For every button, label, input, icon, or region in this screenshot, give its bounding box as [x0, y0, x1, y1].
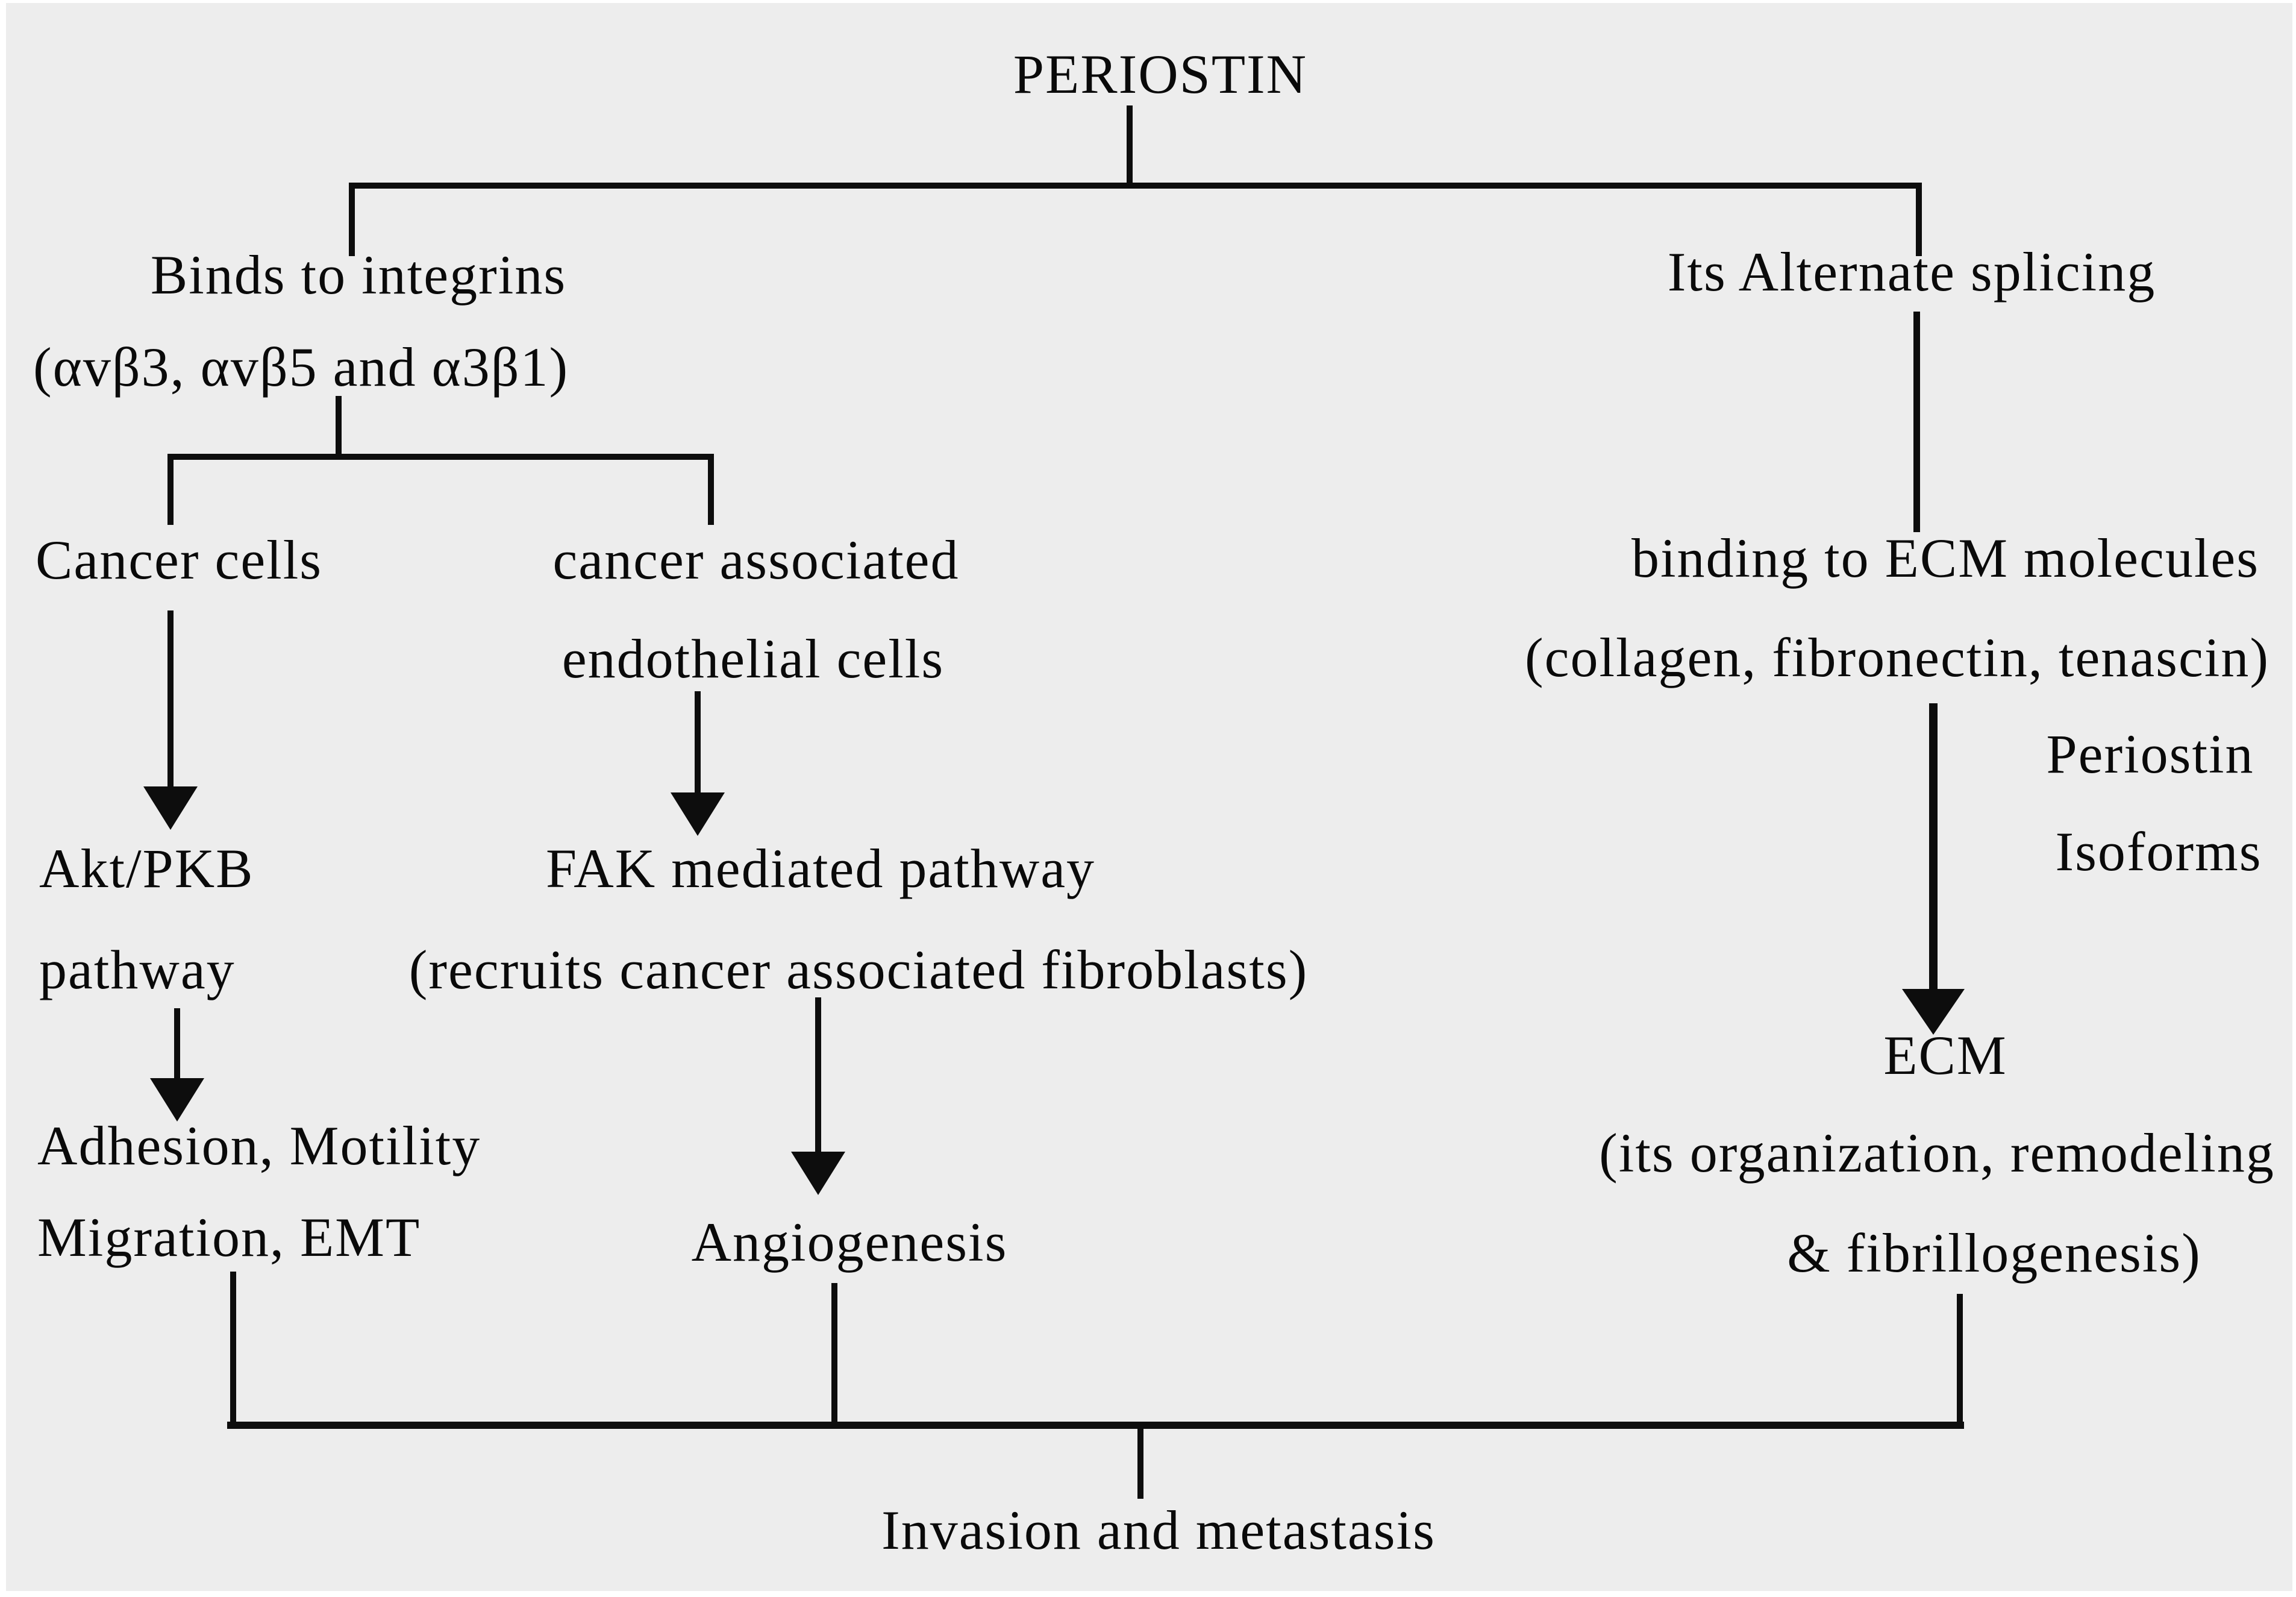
connector-title-stem	[1127, 105, 1133, 187]
arrow-endothelial-to-fak-stem	[695, 691, 701, 792]
ecm-label: ECM	[1883, 1024, 2007, 1086]
invasion-metastasis-label: Invasion and metastasis	[881, 1499, 1436, 1561]
connector-splicing-to-binding	[1913, 312, 1920, 532]
connector-mid-left-drop	[167, 454, 174, 525]
binds-to-integrins-label: Binds to integrins	[150, 244, 567, 306]
integrin-types-label: (αvβ3, αvβ5 and α3β1)	[33, 336, 569, 398]
pathway-label: pathway	[39, 939, 236, 1000]
periostin-isoforms-label-line2: Isoforms	[2055, 821, 2262, 882]
ecm-organization-label: (its organization, remodeling	[1599, 1122, 2275, 1184]
angiogenesis-label: Angiogenesis	[691, 1211, 1008, 1273]
migration-emt-label: Migration, EMT	[37, 1206, 421, 1268]
connector-bottom-horizontal	[227, 1422, 1964, 1429]
connector-ecm-drop	[1957, 1294, 1963, 1429]
connector-top-horizontal	[349, 183, 1922, 189]
ecm-fibrillogenesis-label: & fibrillogenesis)	[1787, 1222, 2201, 1284]
connector-migration-drop	[230, 1272, 236, 1429]
connector-mid-horizontal	[167, 454, 714, 460]
periostin-isoforms-label-line1: Periostin	[2046, 723, 2254, 785]
alternate-splicing-label: Its Alternate splicing	[1667, 241, 2156, 303]
arrow-endothelial-to-fak-head	[671, 792, 725, 836]
connector-top-right-drop	[1916, 183, 1922, 256]
cancer-cells-label: Cancer cells	[36, 529, 323, 591]
arrow-fak-to-angiogenesis-head	[791, 1152, 845, 1195]
akt-pkb-label: Akt/PKB	[39, 838, 254, 899]
cancer-associated-label: cancer associated	[552, 529, 960, 591]
connector-integrins-stem	[336, 396, 342, 459]
diagram-title: PERIOSTIN	[1013, 43, 1308, 105]
connector-angiogenesis-drop	[831, 1283, 837, 1429]
connector-top-left-drop	[349, 183, 355, 256]
ecm-binding-label: binding to ECM molecules	[1631, 527, 2260, 589]
connector-mid-right-drop	[708, 454, 714, 525]
arrow-cancer-to-akt-head	[143, 786, 198, 830]
arrow-isoforms-to-ecm-stem	[1929, 703, 1938, 989]
adhesion-motility-label: Adhesion, Motility	[37, 1115, 481, 1176]
ecm-molecules-list-label: (collagen, fibronectin, tenascin)	[1525, 627, 2269, 688]
connector-outcome-stem	[1137, 1429, 1143, 1499]
fak-pathway-label: FAK mediated pathway	[545, 838, 1096, 899]
arrow-akt-to-adhesion-stem	[174, 1008, 180, 1078]
arrow-akt-to-adhesion-head	[150, 1078, 204, 1122]
arrow-cancer-to-akt-stem	[167, 610, 174, 786]
recruits-fibroblasts-label: (recruits cancer associated fibroblasts)	[408, 939, 1309, 1000]
arrow-isoforms-to-ecm-head	[1902, 989, 1965, 1035]
arrow-fak-to-angiogenesis-stem	[815, 997, 821, 1152]
endothelial-cells-label: endothelial cells	[561, 628, 945, 689]
diagram-background: PERIOSTIN Binds to integrins (αvβ3, αvβ5…	[6, 3, 2292, 1591]
